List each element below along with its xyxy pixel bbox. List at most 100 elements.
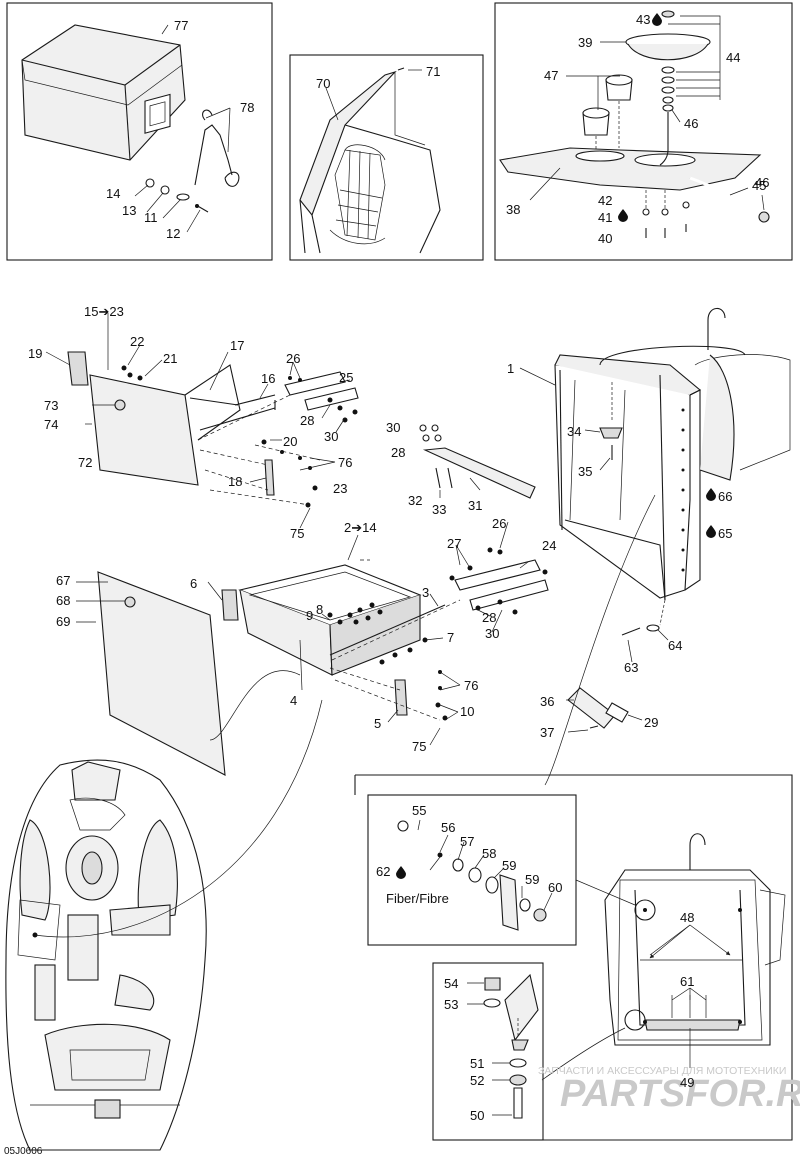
callout-36: 36 [540,694,554,709]
callout-76-lower: 76 [464,678,478,693]
callout-33: 33 [432,502,446,517]
bottom-right-frame [355,774,793,1141]
callout-75-lower: 75 [412,739,426,754]
callout-66: 66 [718,489,732,504]
callout-16: 16 [261,371,275,386]
callout-69: 69 [56,614,70,629]
callout-78: 78 [240,100,254,115]
callout-55: 55 [412,803,426,818]
callout-74: 74 [44,417,58,432]
callout-71: 71 [426,64,440,79]
bolt-detail-box [432,962,544,1141]
watermark-tagline: ЗАПЧАСТИ И АКСЕССУАРЫ ДЛЯ МОТОТЕХНИКИ [538,1065,786,1077]
callout-77: 77 [174,18,188,33]
callout-76-upper: 76 [338,455,352,470]
callout-56: 56 [441,820,455,835]
callout-46-right-visible: 46 [755,175,769,190]
callout-30-lower: 30 [485,626,499,641]
cooler-box-part-77 [21,24,186,161]
callout-14: 14 [106,186,120,201]
watermark: PARTSFOR.RU ЗАПЧАСТИ И АКСЕССУАРЫ ДЛЯ МО… [538,1065,800,1115]
callout-11: 11 [144,210,158,225]
callout-8: 8 [316,602,323,617]
callout-43: 43 [636,12,650,27]
sink-panel-frame [494,2,793,261]
callout-9: 9 [306,608,313,623]
callout-61: 61 [680,974,694,989]
callout-30-mid: 30 [386,420,400,435]
callout-68: 68 [56,593,70,608]
callout-31: 31 [468,498,482,513]
slide-part-5 [394,679,408,716]
upper-drawer-assembly [45,313,359,529]
callout-25: 25 [339,370,353,385]
callout-41: 41 [598,210,612,225]
callout-30-upper: 30 [324,429,338,444]
cup-holders-part-47 [582,74,633,150]
callout-19: 19 [28,346,42,361]
callout-3: 3 [422,585,429,600]
callout-28-lower: 28 [482,610,496,625]
screw-part-71 [397,67,405,71]
callout-40: 40 [598,231,612,246]
fastener-detail-box [367,794,577,946]
droplet-icon [706,488,716,501]
callout-32: 32 [408,493,422,508]
basket-panel-frame [289,54,484,261]
callout-44: 44 [726,50,740,65]
callout-12: 12 [166,226,180,241]
basket-panel [289,54,484,261]
callout-1: 1 [507,361,514,376]
callout-51: 51 [470,1056,484,1071]
callout-29: 29 [644,715,658,730]
slide-part-16 [234,394,276,406]
cooler-panel-frame [6,2,273,261]
callout-59-top: 59 [502,858,516,873]
callout-35: 35 [578,464,592,479]
callout-15-23: 15➔23 [84,304,124,319]
watermark-brand: PARTSFOR.RU [560,1073,800,1115]
callout-26-upper: 26 [286,351,300,366]
sink-panel [494,2,793,261]
callout-70: 70 [316,76,330,91]
diagram-code: 05J0606 [4,1146,43,1157]
callout-65: 65 [718,526,732,541]
callout-63: 63 [624,660,638,675]
cooler-panel [6,2,273,261]
plate-part-36 [566,687,643,733]
callout-21: 21 [163,351,177,366]
callout-18: 18 [228,474,242,489]
callout-53: 53 [444,997,458,1012]
leader-78b [227,107,231,153]
callout-48: 48 [680,910,694,925]
tray-part-31 [419,424,536,499]
callout-59-right: 59 [525,872,539,887]
droplet-icon [652,13,662,26]
upper-screws [121,365,358,508]
callout-73: 73 [44,398,58,413]
drawer-front-part-72 [89,374,199,486]
callout-2-14: 2➔14 [344,520,377,535]
droplet-icon [396,866,406,879]
console-part-1 [519,307,791,663]
callout-10: 10 [460,704,474,719]
console-back-detail [541,833,786,1081]
clamp-part-46 [758,211,770,223]
callout-20: 20 [283,434,297,449]
strap-part-78 [194,109,240,187]
callout-64: 64 [668,638,682,653]
callout-57: 57 [460,834,474,849]
callout-23: 23 [333,481,347,496]
callout-24: 24 [542,538,556,553]
bracket-part-34 [599,427,623,439]
boat-hull [5,699,323,1151]
callout-6: 6 [190,576,197,591]
callout-42: 42 [598,193,612,208]
callout-27: 27 [447,536,461,551]
droplet-icon [706,525,716,538]
rail-part-24 [454,559,541,591]
callout-22: 22 [130,334,144,349]
callout-4: 4 [290,693,297,708]
callout-26-lower: 26 [492,516,506,531]
